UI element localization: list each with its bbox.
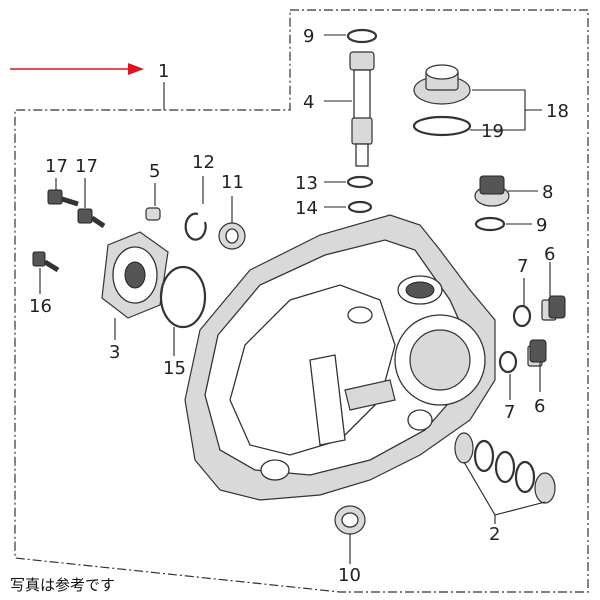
label-1: 1 xyxy=(158,61,169,82)
shaft-4 xyxy=(349,51,375,167)
label-9-top: 9 xyxy=(303,26,314,47)
label-13: 13 xyxy=(295,173,318,194)
label-12: 12 xyxy=(192,152,215,173)
reference-photo-note: 写真は参考です xyxy=(10,576,116,594)
o-ring-13 xyxy=(346,175,374,189)
label-14: 14 xyxy=(295,198,318,219)
red-pointer-arrow xyxy=(10,63,144,75)
bolt-17-a xyxy=(47,189,79,207)
bolt-6-bottom xyxy=(527,339,547,367)
oil-seal-10 xyxy=(334,505,366,535)
label-8: 8 xyxy=(542,182,553,203)
label-15: 15 xyxy=(163,358,186,379)
label-7-top: 7 xyxy=(517,256,528,277)
o-ring-9-top xyxy=(346,28,378,44)
label-6-bottom: 6 xyxy=(534,396,545,417)
label-18: 18 xyxy=(546,101,569,122)
o-ring-14 xyxy=(347,200,373,214)
bolt-6-top xyxy=(541,295,566,321)
label-6-top: 6 xyxy=(544,244,555,265)
bolt-17-b xyxy=(77,208,106,229)
label-9-right: 9 xyxy=(536,215,547,236)
seal-set-2 xyxy=(454,432,556,504)
label-7-bottom: 7 xyxy=(504,402,515,423)
crankcase-cover xyxy=(184,214,496,501)
label-10: 10 xyxy=(338,565,361,586)
label-2: 2 xyxy=(489,524,500,545)
washer-9-right xyxy=(474,216,506,232)
leader-lines xyxy=(39,34,551,564)
label-11: 11 xyxy=(221,172,244,193)
label-17-a: 17 xyxy=(45,156,68,177)
o-ring-15 xyxy=(159,265,207,329)
label-17-b: 17 xyxy=(75,156,98,177)
label-4: 4 xyxy=(303,92,314,113)
label-3: 3 xyxy=(109,342,120,363)
bearing-11 xyxy=(218,222,246,250)
label-16: 16 xyxy=(29,296,52,317)
filler-cap-18 xyxy=(413,64,471,105)
gasket-19 xyxy=(412,115,472,137)
washer-7-bottom xyxy=(498,350,518,374)
plate-3 xyxy=(101,231,169,319)
washer-7-top xyxy=(512,304,532,328)
dowel-5 xyxy=(145,207,161,221)
assembly-frame xyxy=(14,9,589,593)
label-5: 5 xyxy=(149,161,160,182)
plug-8 xyxy=(474,175,510,207)
circlip-12 xyxy=(184,212,207,241)
label-19: 19 xyxy=(481,121,504,142)
bolt-16 xyxy=(32,251,60,273)
